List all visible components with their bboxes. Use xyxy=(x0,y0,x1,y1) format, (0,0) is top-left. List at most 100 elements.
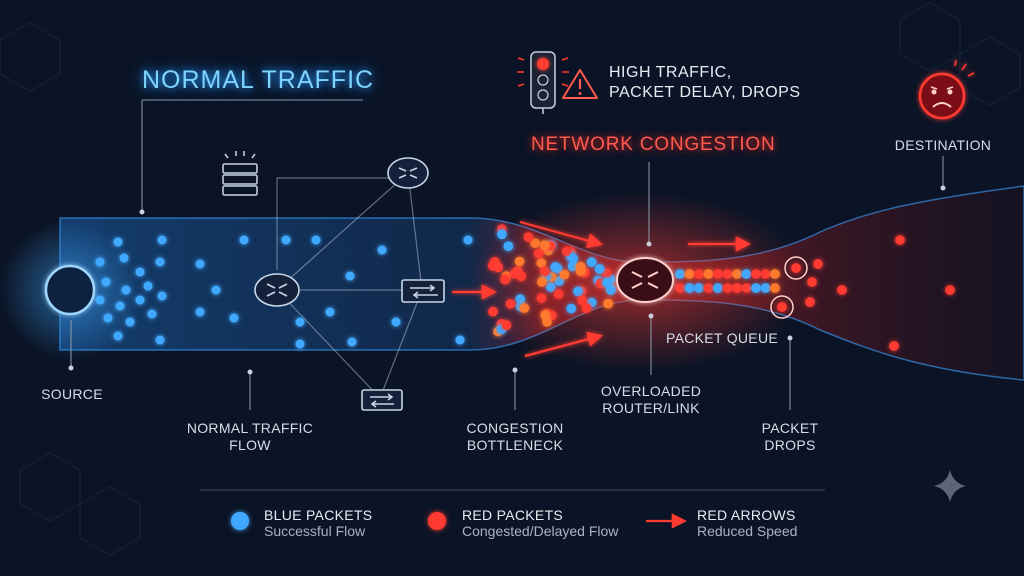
packet-dot xyxy=(101,277,111,287)
packet-dot xyxy=(497,229,507,240)
packet-dot xyxy=(566,303,576,314)
packet-dot xyxy=(391,317,401,327)
normal-traffic-title: NORMAL TRAFFIC xyxy=(142,66,375,94)
alert-text: HIGH TRAFFIC, PACKET DELAY, DROPS xyxy=(609,64,801,101)
warning-icon xyxy=(562,69,598,99)
packet-dot xyxy=(281,235,291,245)
packet-dot xyxy=(143,281,153,291)
packet-dot xyxy=(760,269,771,279)
packet-dot xyxy=(945,285,955,295)
packet-dot xyxy=(741,283,752,293)
router-icon xyxy=(387,157,429,189)
packet-dot xyxy=(147,309,157,319)
packet-dot xyxy=(694,269,704,279)
packet-dot xyxy=(530,238,540,248)
packet-dot xyxy=(675,269,685,279)
packet-drop-marker xyxy=(770,256,808,319)
packet-dot xyxy=(505,299,516,309)
packet-dot xyxy=(577,295,587,306)
packet-dot xyxy=(594,264,605,274)
legend-arrow-subtitle: Reduced Speed xyxy=(697,523,798,539)
packet-dot xyxy=(554,276,564,286)
packet-dot xyxy=(536,293,547,303)
packet-dot xyxy=(732,283,742,293)
packet-dot xyxy=(741,269,752,279)
packet-dot xyxy=(95,295,105,305)
packet-dot xyxy=(540,240,550,251)
packet-dot xyxy=(463,235,473,245)
switch-icon xyxy=(361,389,403,411)
destination-label: DESTINATION xyxy=(894,137,992,153)
packet-dot xyxy=(575,266,586,277)
legend-red-packet-icon xyxy=(428,512,446,530)
packet-dot xyxy=(586,257,597,267)
packet-dot xyxy=(813,259,823,269)
packet-dot xyxy=(195,307,205,317)
packet-dot xyxy=(113,237,123,247)
packet-dot xyxy=(602,277,612,288)
packet-dot xyxy=(119,253,129,263)
sparkle-icon xyxy=(934,470,966,502)
packet-dot xyxy=(895,235,905,245)
packet-dot xyxy=(229,313,239,323)
packet-dot xyxy=(135,267,145,277)
switch-icon xyxy=(401,279,445,303)
overloaded-label: OVERLOADED ROUTER/LINK xyxy=(600,383,702,416)
packet-dot xyxy=(514,256,525,267)
packet-dot xyxy=(722,269,733,279)
source-label: SOURCE xyxy=(41,386,103,402)
normal-flow-label: NORMAL TRAFFIC FLOW xyxy=(186,420,314,453)
packet-dot xyxy=(562,246,572,257)
packet-dot xyxy=(540,310,551,320)
packet-dot xyxy=(515,294,525,305)
packet-dot xyxy=(239,235,249,245)
packet-dot xyxy=(889,341,899,351)
packet-dot xyxy=(703,269,714,279)
reduced-speed-arrows xyxy=(452,220,752,358)
packet-dot xyxy=(675,283,685,293)
router-icon xyxy=(254,273,300,307)
source-node-icon xyxy=(44,264,96,316)
packet-dot xyxy=(493,262,504,273)
legend-blue-packet-icon xyxy=(231,512,249,530)
packet-dot xyxy=(568,253,578,264)
packet-dot xyxy=(347,337,357,347)
packet-queue-label: PACKET QUEUE xyxy=(666,330,778,346)
packet-dot xyxy=(125,317,135,327)
packet-dot xyxy=(684,283,695,293)
packet-dot xyxy=(135,295,145,305)
packet-dot xyxy=(791,263,801,273)
packet-dot xyxy=(601,268,612,278)
packet-dot xyxy=(770,269,780,279)
packet-dot xyxy=(115,301,125,311)
packet-dot xyxy=(513,266,523,277)
network-congestion-title: NETWORK CONGESTION xyxy=(531,134,776,155)
legend-blue-subtitle: Successful Flow xyxy=(264,523,366,539)
packet-dot xyxy=(523,232,534,242)
packet-dot xyxy=(732,269,742,279)
leader-lines xyxy=(70,99,944,410)
packet-dot xyxy=(722,283,733,293)
packet-dot xyxy=(760,283,771,293)
packet-dot xyxy=(807,277,817,287)
packet-dot xyxy=(533,248,544,259)
packet-dot xyxy=(694,283,704,293)
packet-dot xyxy=(95,257,105,267)
legend-red-subtitle: Congested/Delayed Flow xyxy=(462,523,619,539)
packet-dot xyxy=(536,258,547,268)
packet-dot xyxy=(103,313,113,323)
sad-face-icon xyxy=(918,59,975,120)
server-icon xyxy=(222,151,258,196)
packet-dot xyxy=(500,274,510,285)
packet-dot xyxy=(573,286,583,297)
packet-dot xyxy=(501,320,512,330)
packet-dot xyxy=(325,307,335,317)
packets xyxy=(95,224,955,351)
legend-blue-title: BLUE PACKETS xyxy=(264,507,373,523)
packet-dot xyxy=(211,285,221,295)
leader-dots xyxy=(68,185,946,375)
packet-dot xyxy=(155,257,165,267)
packet-dot xyxy=(751,283,761,293)
packet-dot xyxy=(295,317,305,327)
